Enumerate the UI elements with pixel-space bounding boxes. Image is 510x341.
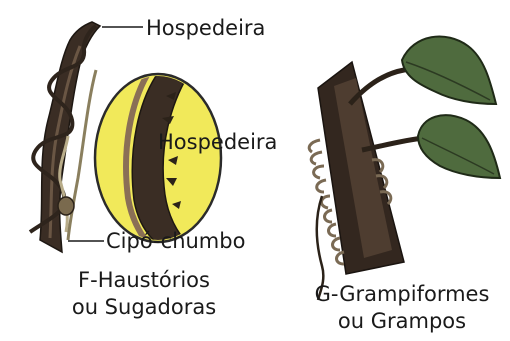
caption-g-line2: ou Grampos <box>296 308 508 335</box>
ivy-leaf-lower <box>418 115 500 178</box>
caption-g: G-Grampiformes ou Grampos <box>296 281 508 335</box>
panel-g-illustration <box>309 37 500 300</box>
caption-g-line1: G-Grampiformes <box>296 281 508 308</box>
ivy-leaf-upper <box>402 37 496 104</box>
label-host-top: Hospedeira <box>146 18 265 39</box>
caption-f-line1: F-Haustórios <box>44 267 244 294</box>
label-parasite: Cipó-chumbo <box>106 231 245 252</box>
inset-detail <box>95 70 221 248</box>
caption-f: F-Haustórios ou Sugadoras <box>44 267 244 321</box>
label-host-inset: Hospedeira <box>158 132 277 153</box>
haustorium-node <box>58 197 74 215</box>
caption-f-line2: ou Sugadoras <box>44 294 244 321</box>
